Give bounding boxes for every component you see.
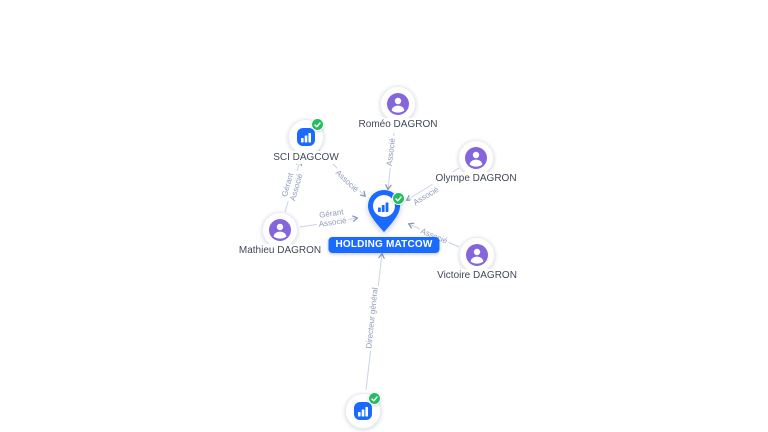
verified-check-icon [368, 392, 381, 405]
person-icon[interactable] [459, 237, 495, 273]
verified-check-icon [311, 118, 324, 131]
node-label[interactable]: SCI DAGCOW [269, 151, 343, 164]
center-node-label[interactable]: HOLDING MATCOW [328, 237, 440, 253]
company-icon [297, 128, 315, 146]
person-icon [387, 93, 409, 115]
node-label[interactable]: Roméo DAGRON [354, 118, 442, 131]
person-icon [465, 147, 487, 169]
person-icon[interactable] [458, 140, 494, 176]
node-label[interactable]: Mathieu DAGRON [234, 244, 326, 257]
node-label[interactable]: Olympe DAGRON [431, 172, 521, 185]
verified-check-icon [392, 192, 405, 205]
person-icon [466, 244, 488, 266]
person-icon [269, 219, 291, 241]
person-icon[interactable] [262, 212, 298, 248]
company-icon [354, 402, 372, 420]
node-label[interactable]: Victoire DAGRON [433, 269, 521, 282]
person-icon[interactable] [380, 86, 416, 122]
